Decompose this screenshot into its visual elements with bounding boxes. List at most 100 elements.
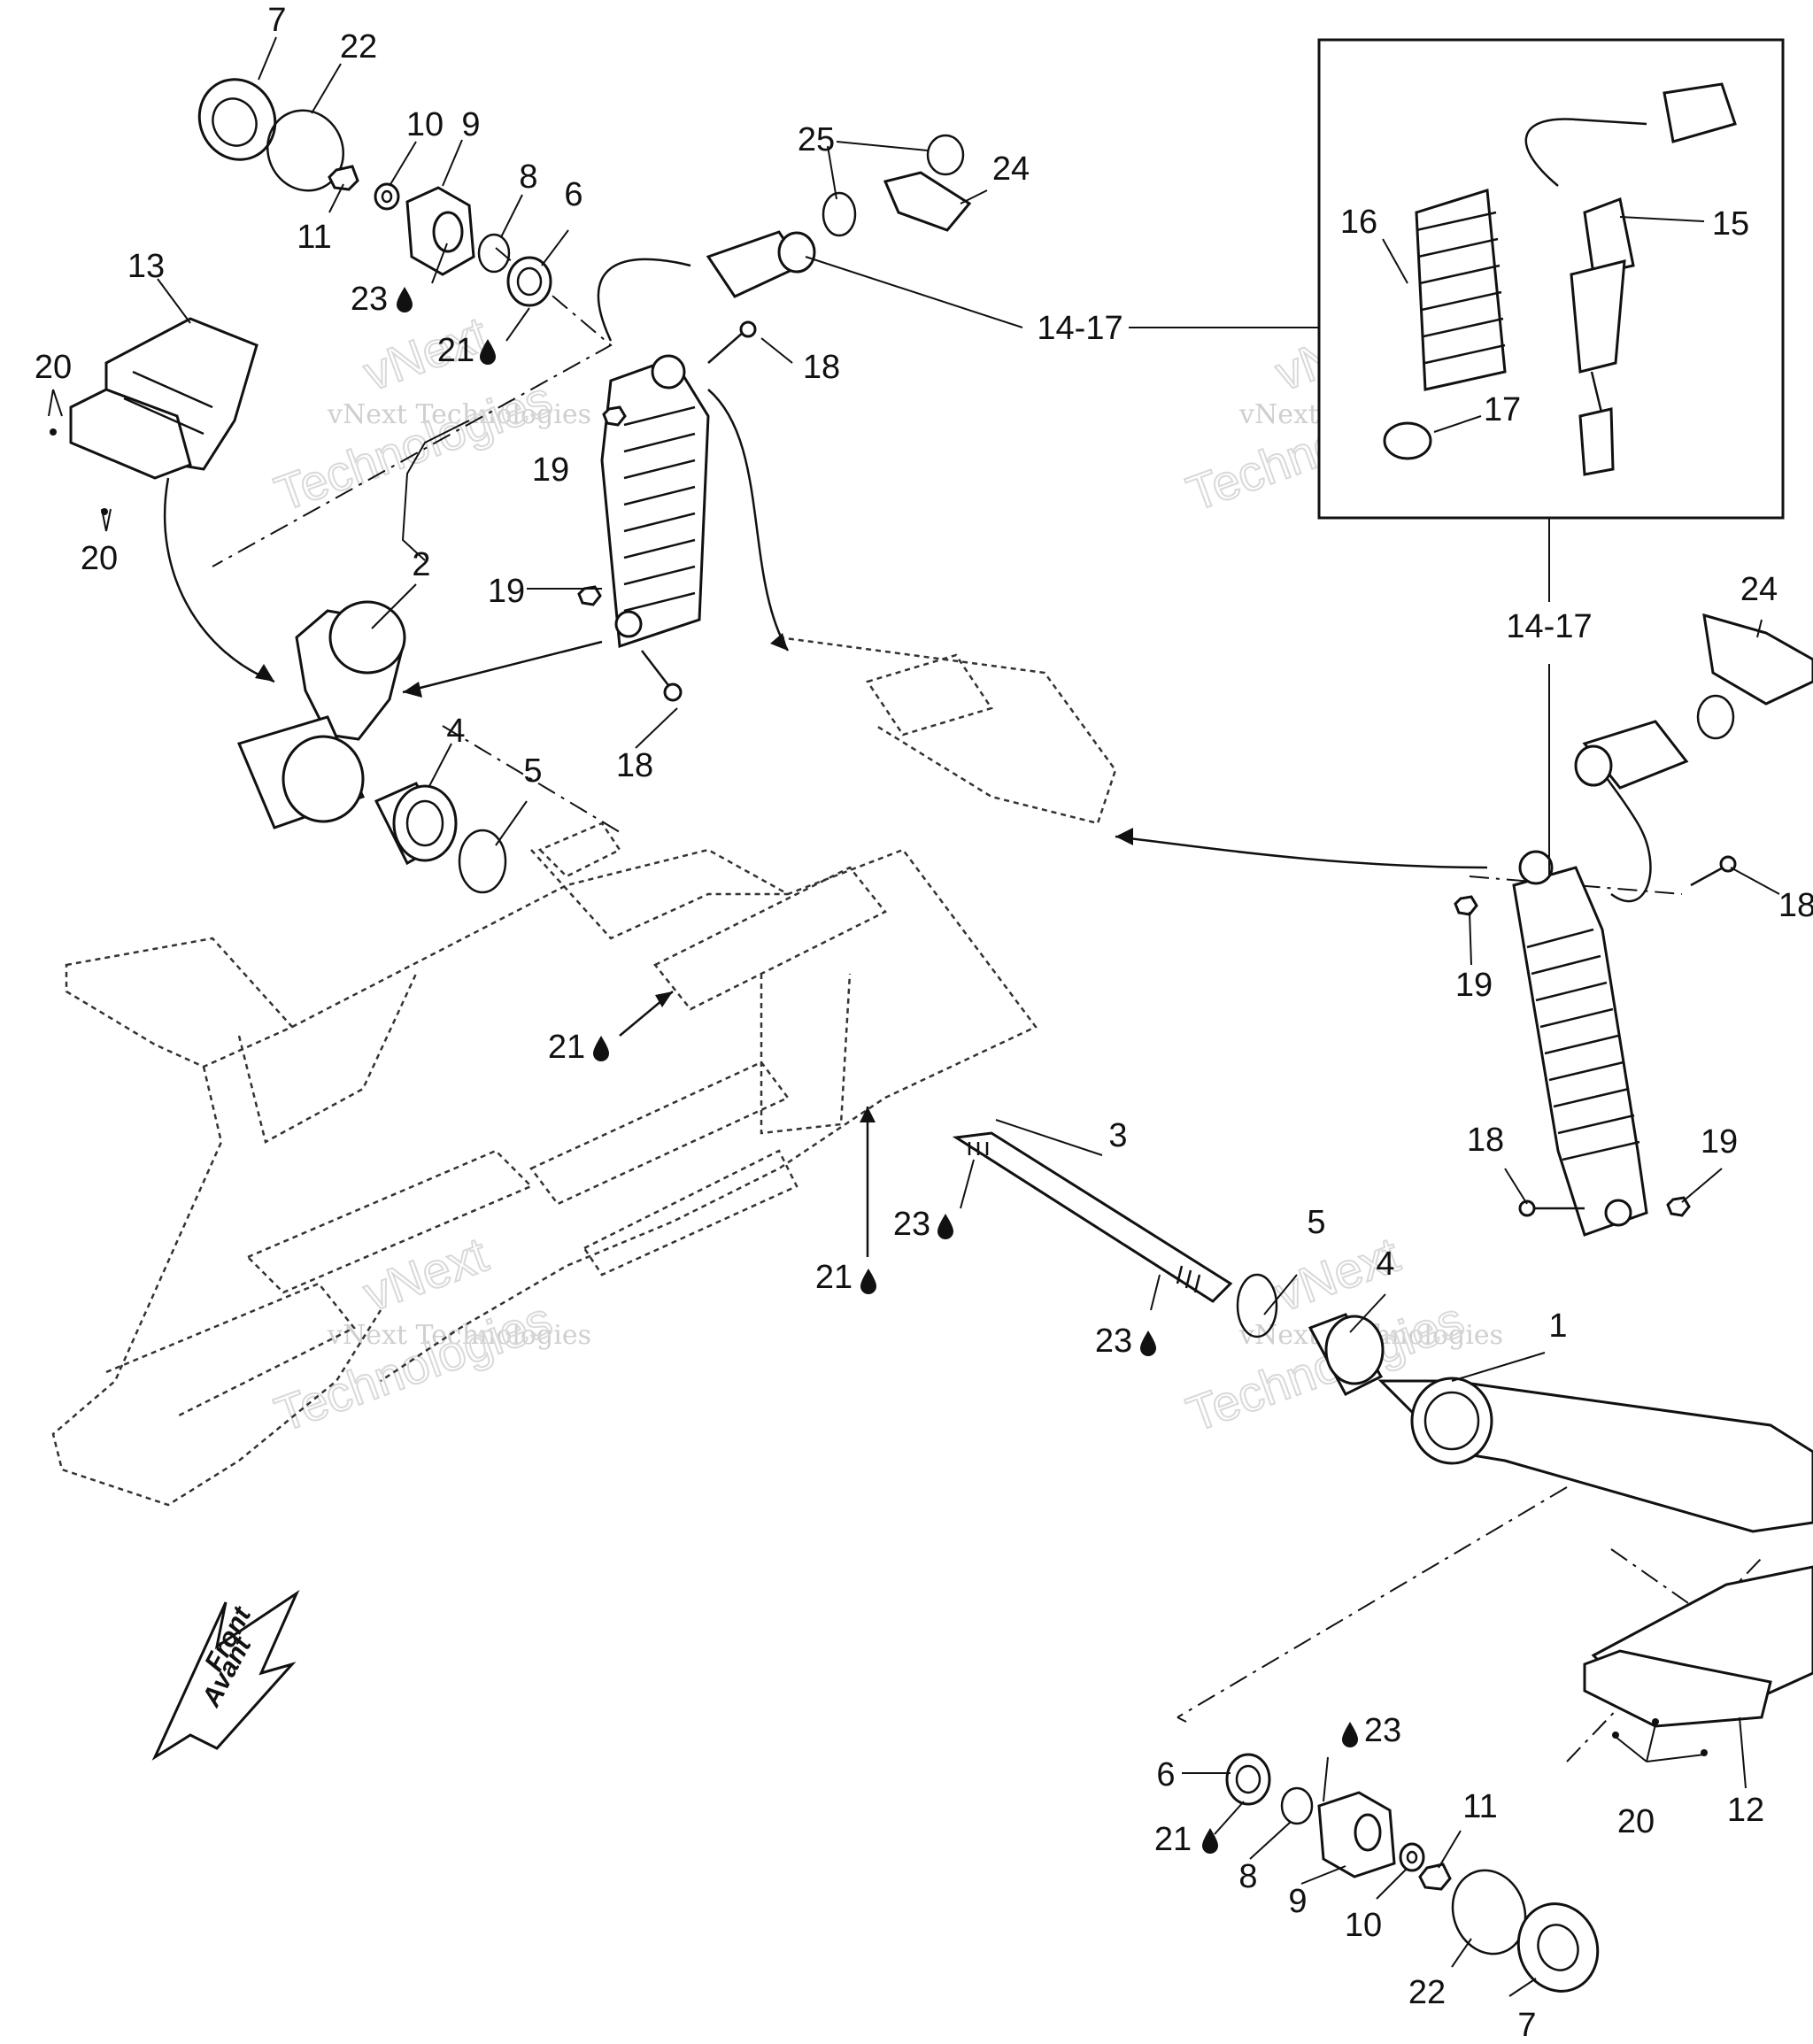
callout-5: 5 bbox=[523, 752, 542, 790]
bolt-18-upper-left bbox=[707, 320, 757, 364]
callout-14-17: 14-17 bbox=[1506, 608, 1592, 645]
nut-19-upper-right bbox=[1454, 895, 1478, 916]
callout-22: 22 bbox=[340, 28, 377, 66]
nut-19-lower-left bbox=[577, 585, 602, 606]
watermark-word: Technologies bbox=[268, 370, 559, 521]
callout-21: 21 bbox=[1154, 1821, 1192, 1858]
nut-11-left bbox=[328, 165, 359, 191]
callout-23: 23 bbox=[1095, 1323, 1132, 1360]
callout-25: 25 bbox=[798, 121, 835, 158]
sleeve-tube bbox=[236, 715, 366, 829]
watermark-word: vNext bbox=[357, 1226, 495, 1322]
watermark-text: vNext Technologies bbox=[327, 1320, 591, 1351]
shock-damper-15 bbox=[1524, 82, 1737, 476]
protector-12 bbox=[1583, 1565, 1813, 1728]
callout-19: 19 bbox=[488, 573, 525, 610]
callout-19: 19 bbox=[532, 451, 569, 489]
screw-20-b bbox=[1652, 1718, 1659, 1725]
callout-10: 10 bbox=[406, 106, 444, 143]
callout-6: 6 bbox=[1156, 1756, 1175, 1793]
callout-7: 7 bbox=[267, 2, 286, 39]
leader-lines bbox=[48, 36, 1780, 1997]
seal-6-right bbox=[1225, 1753, 1271, 1806]
pivot-shaft-3 bbox=[952, 1131, 1233, 1303]
clamp-25-upper bbox=[926, 134, 965, 176]
screw-20-upper bbox=[50, 428, 57, 436]
swing-arm-1 bbox=[1377, 1377, 1813, 1533]
oil-drop-icon bbox=[1342, 1722, 1358, 1747]
hub-cap-7-left bbox=[197, 78, 277, 161]
watermark-word: Technologies bbox=[268, 1291, 559, 1442]
spring-seat-17 bbox=[1383, 421, 1432, 460]
callout-18: 18 bbox=[1467, 1122, 1504, 1159]
callout-5: 5 bbox=[1307, 1204, 1325, 1241]
callout-19: 19 bbox=[1701, 1123, 1738, 1161]
circlip-5-left bbox=[458, 829, 507, 894]
callout-3: 3 bbox=[1108, 1117, 1127, 1154]
ring-8-left bbox=[477, 233, 511, 274]
callout-20: 20 bbox=[35, 349, 72, 386]
lubricant-icons bbox=[397, 287, 1358, 1854]
callout-4: 4 bbox=[446, 713, 465, 750]
callout-11: 11 bbox=[1462, 1788, 1497, 1825]
callout-6: 6 bbox=[564, 176, 582, 213]
oil-drop-icon bbox=[937, 1214, 953, 1239]
callout-22: 22 bbox=[1408, 1974, 1446, 2011]
bearing-4-right bbox=[1308, 1313, 1385, 1396]
callout-20: 20 bbox=[81, 540, 118, 577]
callout-2: 2 bbox=[412, 546, 430, 583]
bearing-4-left bbox=[374, 782, 458, 866]
callout-9: 9 bbox=[461, 106, 480, 143]
callout-9: 9 bbox=[1288, 1883, 1307, 1920]
oil-drop-icon bbox=[397, 287, 413, 312]
callout-24: 24 bbox=[1740, 571, 1778, 608]
callout-23: 23 bbox=[351, 281, 388, 318]
bolt-18-lower-right bbox=[1518, 1199, 1585, 1217]
nut-19-upper-left bbox=[602, 405, 627, 427]
shock-absorber-right bbox=[1512, 720, 1689, 1237]
screw-20-a bbox=[1612, 1732, 1619, 1739]
callout-7: 7 bbox=[1517, 2007, 1536, 2040]
callout-21: 21 bbox=[815, 1259, 852, 1296]
callout-18: 18 bbox=[616, 747, 653, 784]
spring-16 bbox=[1415, 189, 1507, 391]
ring-8-right bbox=[1280, 1786, 1314, 1825]
callout-10: 10 bbox=[1345, 1907, 1382, 1944]
clamp-25-right bbox=[1696, 694, 1735, 740]
callout-11: 11 bbox=[297, 219, 331, 256]
bushing-9-right bbox=[1317, 1791, 1396, 1878]
bracket-2 bbox=[295, 600, 406, 741]
nut-11-right bbox=[1418, 1863, 1452, 1891]
callout-19: 19 bbox=[1455, 967, 1493, 1004]
circlip-22-left bbox=[266, 109, 344, 192]
oil-drop-icon bbox=[593, 1036, 609, 1061]
oil-drop-icon bbox=[1140, 1331, 1156, 1356]
flow-arrows bbox=[163, 389, 1488, 1257]
callout-23: 23 bbox=[1364, 1712, 1401, 1749]
callout-18: 18 bbox=[803, 349, 840, 386]
circlip-5-right bbox=[1236, 1273, 1278, 1338]
callout-18: 18 bbox=[1778, 887, 1813, 924]
bushing-9-left bbox=[405, 186, 475, 276]
shock-absorber-left bbox=[597, 230, 816, 649]
callout-8: 8 bbox=[519, 158, 537, 196]
callout-24: 24 bbox=[992, 150, 1030, 188]
vehicle-frame bbox=[51, 636, 1117, 1507]
callout-1: 1 bbox=[1548, 1307, 1567, 1345]
callout-15: 15 bbox=[1712, 205, 1749, 243]
washer-10-left bbox=[374, 182, 400, 211]
callout-4: 4 bbox=[1376, 1246, 1394, 1283]
oil-drop-icon bbox=[860, 1269, 876, 1294]
callout-21: 21 bbox=[437, 332, 474, 369]
bolt-18-lower-left bbox=[641, 650, 683, 702]
callout-21: 21 bbox=[548, 1029, 585, 1066]
bracket-24-top bbox=[883, 171, 972, 232]
callout-13: 13 bbox=[127, 248, 165, 285]
hub-cap-7-right bbox=[1516, 1902, 1600, 1993]
front-direction-arrow: Front Avant bbox=[151, 1589, 300, 1761]
callout-12: 12 bbox=[1727, 1792, 1764, 1829]
bolt-18-upper-right bbox=[1690, 855, 1737, 887]
callout-20: 20 bbox=[1617, 1803, 1655, 1840]
callout-labels: 7 22 10 9 11 8 6 23 21 13 20 20 25 24 14… bbox=[35, 2, 1813, 2044]
